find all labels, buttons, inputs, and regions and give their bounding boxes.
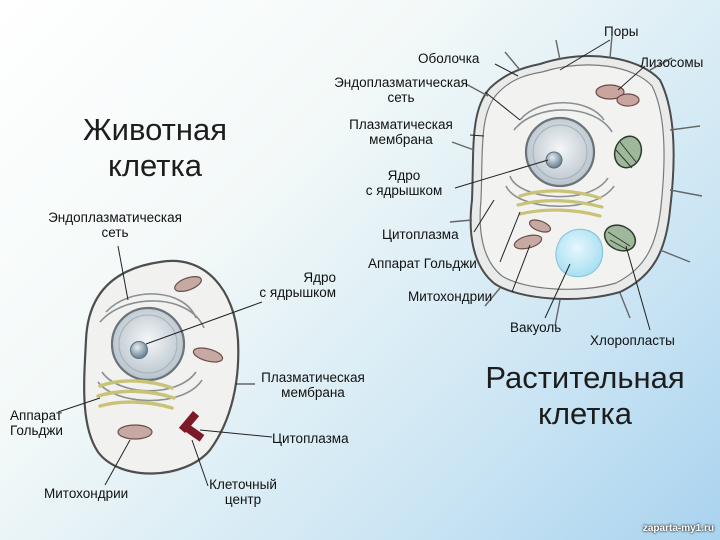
- plant-label-membrane-line1: Плазматическая: [349, 117, 453, 132]
- plant-mitochondria: [513, 219, 552, 250]
- animal-nucleus-inner: [118, 314, 178, 374]
- animal-leader-lines: [57, 245, 273, 487]
- plant-title-line1: Растительная: [485, 360, 685, 395]
- animal-centrosome: [178, 411, 205, 442]
- plant-label-nucleus: Ядро с ядрышком: [352, 168, 456, 198]
- animal-label-er: Эндоплазматическая сеть: [30, 210, 200, 240]
- animal-label-nucleus-line1: Ядро: [303, 270, 336, 285]
- plant-label-chloroplasts: Хлоропласты: [590, 333, 675, 348]
- animal-cell: [83, 259, 240, 475]
- animal-label-golgi-line1: Аппарат: [10, 408, 63, 423]
- plant-vacuole: [555, 228, 604, 278]
- plant-label-er: Эндоплазматическая сеть: [318, 75, 484, 105]
- animal-label-golgi-line2: Гольджи: [10, 423, 63, 438]
- plant-chloroplasts: [603, 135, 643, 252]
- animal-label-membrane-line2: мембрана: [281, 385, 345, 400]
- animal-golgi: [96, 379, 176, 410]
- plant-label-pores: Поры: [604, 24, 639, 39]
- animal-label-er-line2: сеть: [101, 225, 129, 240]
- animal-label-membrane-line1: Плазматическая: [261, 370, 365, 385]
- animal-label-mitochondria: Митохондрии: [44, 486, 129, 501]
- animal-mitochondria: [117, 276, 224, 440]
- animal-title-line2: клетка: [108, 148, 202, 183]
- plant-wall-pores: [449, 35, 703, 327]
- animal-label-cytoplasm: Цитоплазма: [272, 431, 349, 446]
- plant-nucleus: [524, 116, 596, 188]
- plant-label-er-line2: сеть: [387, 90, 415, 105]
- animal-label-centrosome-line2: центр: [224, 492, 262, 507]
- plant-label-lysosomes: Лизосомы: [640, 55, 704, 70]
- animal-label-centrosome-line1: Клеточный: [209, 477, 277, 492]
- plant-title-line2: клетка: [538, 396, 632, 431]
- animal-nucleus: [110, 306, 186, 382]
- plant-label-nucleus-line2: с ядрышком: [365, 183, 443, 198]
- plant-golgi: [516, 189, 604, 218]
- plant-label-wall: Оболочка: [418, 51, 480, 66]
- plant-label-membrane: Плазматическая мембрана: [334, 117, 468, 147]
- animal-label-nucleus: Ядро с ядрышком: [230, 270, 336, 300]
- animal-title-line1: Животная: [83, 112, 227, 147]
- animal-label-er-line1: Эндоплазматическая: [48, 210, 182, 225]
- plant-label-er-line1: Эндоплазматическая: [334, 75, 468, 90]
- animal-er: [97, 293, 205, 402]
- watermark: zaparta-my1.ru: [642, 523, 714, 534]
- plant-label-mitochondria: Митохондрии: [408, 289, 493, 304]
- plant-leader-lines: [454, 39, 651, 331]
- plant-lysosomes: [595, 84, 640, 107]
- plant-label-nucleus-line1: Ядро: [387, 168, 421, 183]
- plant-label-golgi: Аппарат Гольджи: [368, 256, 477, 271]
- plant-label-vacuole: Вакуоль: [510, 320, 562, 335]
- plant-cell: [449, 35, 703, 327]
- animal-title: Животная клетка: [72, 112, 238, 184]
- animal-label-nucleus-line2: с ядрышком: [259, 285, 336, 300]
- animal-nucleolus: [130, 341, 148, 359]
- plant-nucleus-inner: [532, 124, 588, 180]
- plant-label-membrane-line2: мембрана: [369, 132, 433, 147]
- animal-label-centrosome: Клеточный центр: [196, 477, 290, 507]
- plant-nucleolus: [545, 151, 563, 169]
- animal-label-golgi: Аппарат Гольджи: [10, 408, 80, 438]
- plant-label-cytoplasm: Цитоплазма: [382, 227, 459, 242]
- plant-er: [505, 102, 615, 208]
- plant-title: Растительная клетка: [478, 360, 692, 432]
- animal-label-membrane: Плазматическая мембрана: [248, 370, 378, 400]
